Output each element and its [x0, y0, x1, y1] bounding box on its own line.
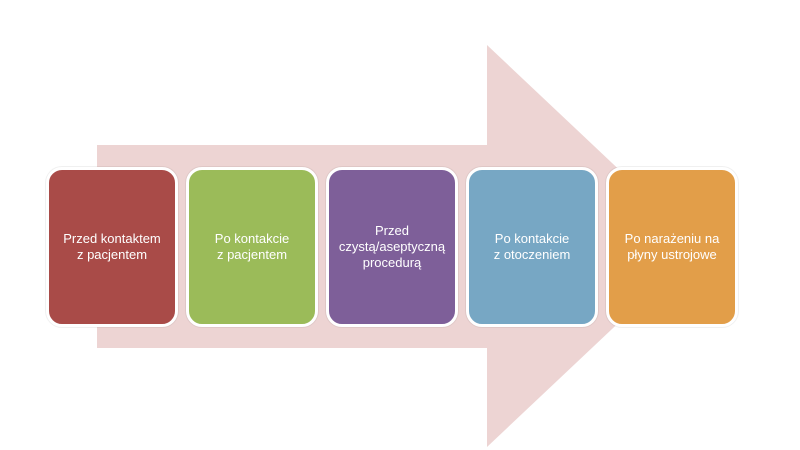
step-label-line: płyny ustrojowe	[627, 247, 717, 262]
step-label-line: Po kontakcie	[494, 231, 570, 246]
step-label-line: Po kontakcie	[214, 231, 290, 246]
step-label-line: Po narażeniu na	[624, 231, 720, 246]
step-label-line: procedurą	[362, 255, 422, 270]
step-label-line: z otoczeniem	[493, 247, 571, 262]
step-label-line: czystą/aseptyczną	[338, 239, 446, 254]
step-box-2: Po kontakcie z pacjentem	[186, 167, 318, 327]
step-box-1: Przed kontaktem z pacjentem	[46, 167, 178, 327]
step-label-line: Przed	[375, 223, 409, 238]
step-box-4: Po kontakcie z otoczeniem	[466, 167, 598, 327]
step-label-line: Przed kontaktem	[63, 231, 161, 246]
step-box-5: Po narażeniu na płyny ustrojowe	[606, 167, 738, 327]
step-label-line: z pacjentem	[76, 247, 148, 262]
step-box-3: Przed czystą/aseptyczną procedurą	[326, 167, 458, 327]
step-label-line: z pacjentem	[216, 247, 288, 262]
